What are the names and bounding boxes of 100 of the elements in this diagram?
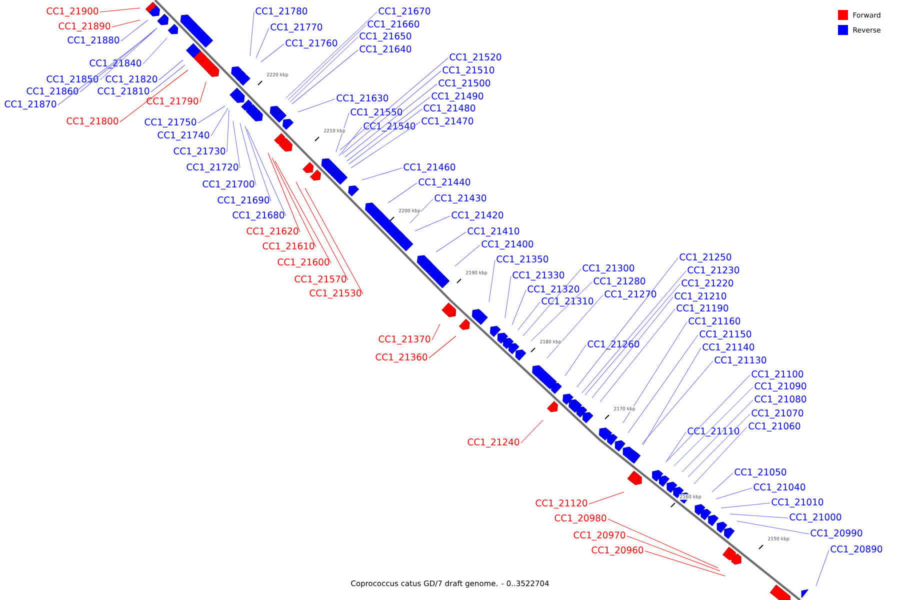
- gene-label: CC1_21770: [270, 24, 322, 32]
- leader-line: [622, 322, 688, 424]
- gene-label: CC1_21480: [424, 104, 476, 114]
- leader-line: [644, 550, 726, 576]
- gene-label: CC1_21870: [4, 100, 56, 110]
- gene-label: CC1_21790: [146, 98, 198, 106]
- leader-line: [232, 120, 240, 168]
- gene-label: CC1_20980: [554, 514, 606, 524]
- gene-label: CC1_21570: [294, 276, 346, 284]
- leader-line: [682, 400, 754, 472]
- leader-line: [414, 216, 450, 232]
- leader-line: [350, 122, 420, 168]
- leader-line: [340, 58, 448, 150]
- leader-line: [488, 260, 496, 302]
- gene-label: CC1_21140: [702, 344, 754, 352]
- gene-label: CC1_21300: [582, 264, 634, 274]
- gene-label: CC1_21080: [754, 396, 806, 404]
- leader-line: [142, 38, 168, 64]
- gene-label: CC1_21220: [682, 280, 734, 288]
- leader-line: [58, 32, 152, 106]
- leader-line: [410, 198, 434, 224]
- leader-line: [666, 432, 686, 462]
- leader-line: [342, 70, 442, 154]
- gene-label: CC1_21610: [262, 242, 314, 252]
- gene-label: CC1_21820: [106, 76, 158, 84]
- leader-line: [296, 182, 348, 280]
- leader-line: [272, 158, 316, 248]
- leader-line: [584, 284, 680, 396]
- leader-line: [362, 168, 402, 180]
- leader-line: [642, 360, 714, 444]
- gene-label: CC1_21420: [452, 212, 504, 220]
- leader-line: [582, 270, 686, 394]
- gene-label: CC1_21190: [676, 304, 728, 314]
- gene-label: CC1_21010: [772, 498, 824, 508]
- gene-label: CC1_21900: [46, 8, 98, 16]
- leader-line: [530, 282, 592, 342]
- leader-line: [288, 24, 366, 100]
- leader-line: [158, 60, 184, 80]
- gene-label: CC1_21120: [536, 500, 588, 508]
- gene-label: CC1_21230: [688, 266, 740, 276]
- gene-label: CC1_21250: [680, 254, 732, 262]
- gene-label: CC1_21550: [350, 108, 402, 118]
- leader-line: [348, 108, 422, 164]
- gene-label: CC1_21070: [752, 410, 804, 418]
- leader-line: [712, 472, 734, 492]
- leader-line: [600, 308, 676, 402]
- leader-line: [298, 98, 336, 112]
- leader-line: [200, 82, 206, 102]
- gene-label: CC1_21440: [418, 178, 470, 188]
- gene-label: CC1_21330: [512, 272, 564, 280]
- gene-label: CC1_21130: [714, 356, 766, 366]
- gene-label: CC1_21670: [378, 8, 430, 16]
- leader-line: [100, 8, 140, 12]
- gene-label: CC1_21370: [378, 336, 430, 344]
- gene-label: CC1_21630: [336, 94, 388, 104]
- gene-label: CC1_21050: [734, 468, 786, 478]
- leader-line: [546, 294, 604, 358]
- leader-line: [520, 420, 544, 444]
- gene-label: CC1_21410: [468, 228, 520, 236]
- leader-line: [336, 112, 350, 152]
- gene-label: CC1_21000: [790, 514, 842, 522]
- gene-label: CC1_21510: [442, 66, 494, 76]
- leader-line: [608, 518, 718, 568]
- gene-label: CC1_21240: [468, 438, 520, 448]
- gene-label: CC1_21430: [434, 194, 486, 204]
- leader-line: [576, 258, 678, 388]
- leader-line: [522, 268, 582, 336]
- leader-line: [198, 106, 226, 124]
- leader-line: [260, 44, 284, 62]
- leader-line: [268, 152, 300, 232]
- gene-label: CC1_21460: [404, 164, 456, 172]
- gene-label: CC1_21500: [438, 80, 490, 88]
- leader-line: [512, 290, 526, 326]
- leader-line: [436, 232, 466, 252]
- gene-label: CC1_21890: [58, 22, 110, 32]
- gene-label: CC1_20970: [574, 532, 626, 540]
- gene-label: CC1_21320: [528, 286, 580, 294]
- gene-label: CC1_21100: [752, 370, 804, 380]
- leader-line: [504, 276, 512, 318]
- gene-label: CC1_21160: [688, 318, 740, 326]
- gene-label: CC1_21090: [754, 382, 806, 392]
- leader-line: [80, 28, 158, 92]
- leader-line: [730, 514, 788, 518]
- leader-line: [150, 64, 186, 92]
- leader-line: [564, 344, 586, 376]
- leader-line: [250, 12, 254, 56]
- leader-line: [112, 20, 140, 28]
- gene-label: CC1_21810: [98, 88, 150, 96]
- leader-line: [286, 12, 378, 98]
- gene-label: CC1_21650: [360, 32, 412, 42]
- leader-line: [518, 302, 540, 330]
- gene-label: CC1_21880: [68, 36, 120, 46]
- leader-line: [674, 386, 754, 466]
- leader-line: [454, 244, 480, 266]
- leader-line: [120, 20, 148, 42]
- gene-label: CC1_21620: [246, 228, 298, 236]
- leader-line: [592, 296, 674, 398]
- gene-label: CC1_21270: [604, 290, 656, 300]
- gene-label: CC1_21360: [376, 354, 428, 362]
- gene-label: CC1_21520: [450, 54, 502, 62]
